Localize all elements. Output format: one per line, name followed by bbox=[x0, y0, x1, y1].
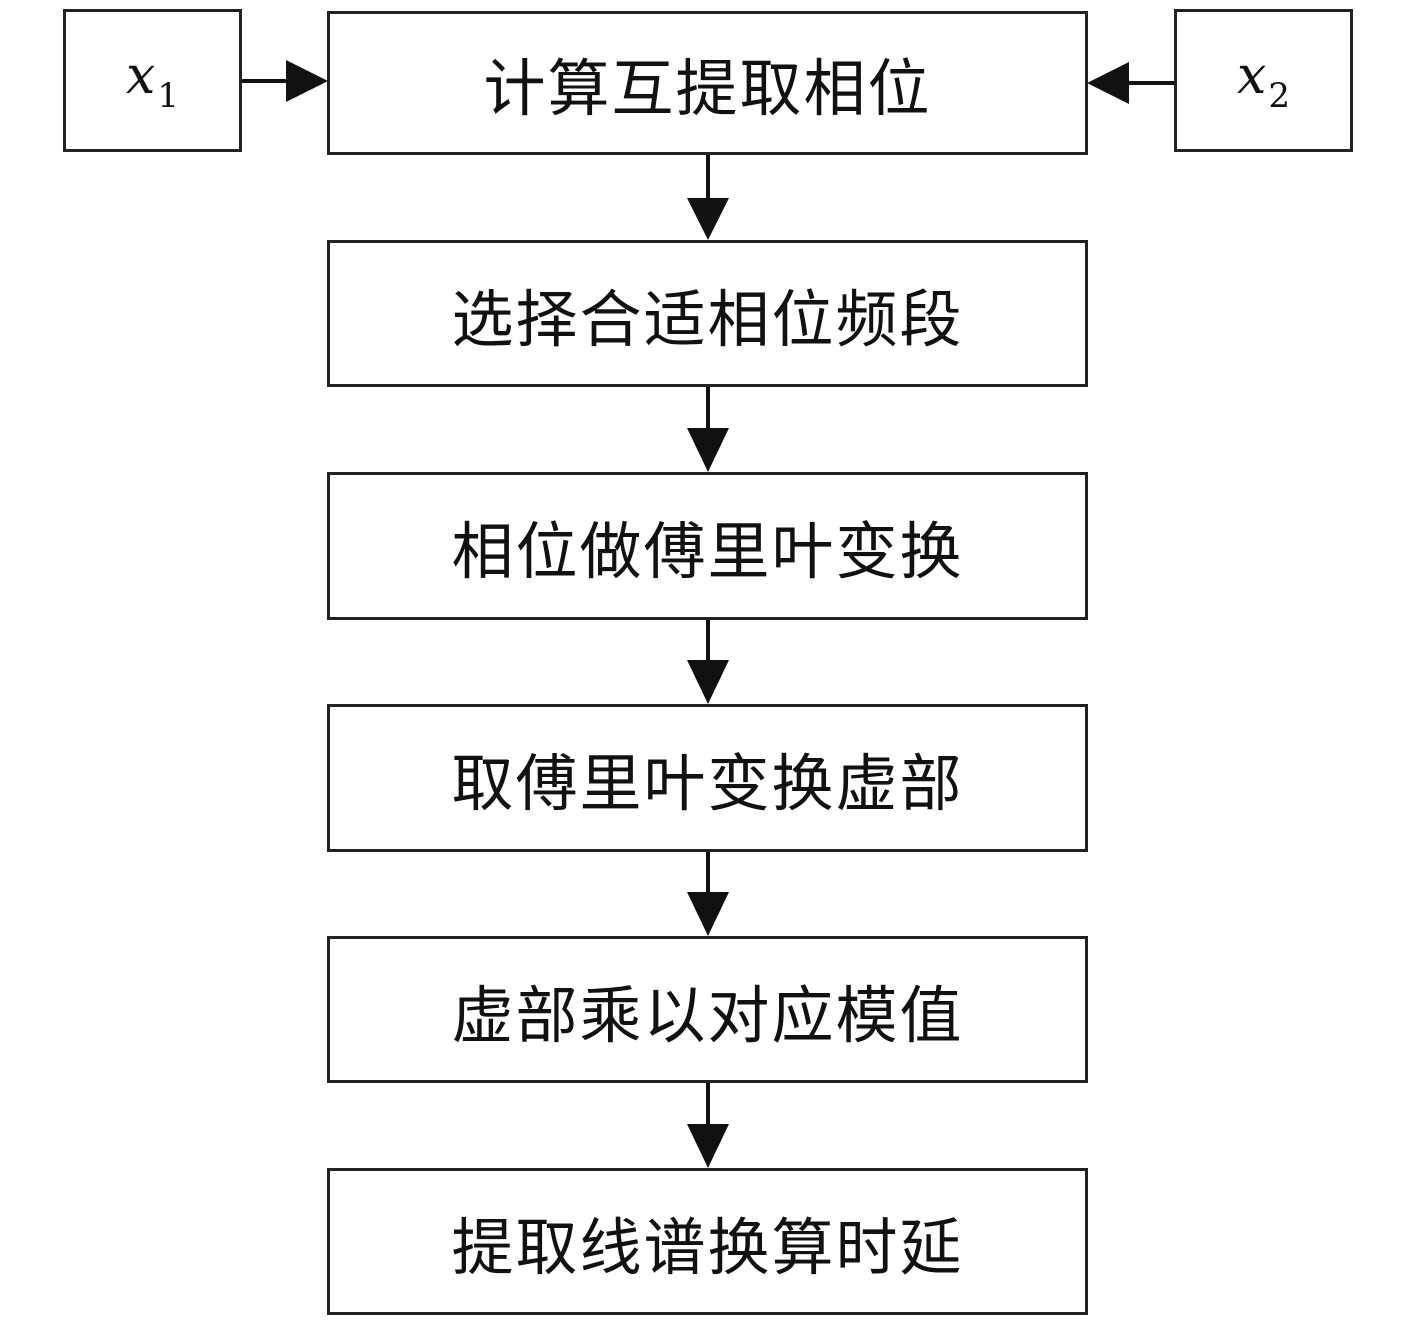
step-6-box: 提取线谱换算时延 bbox=[327, 1168, 1088, 1315]
step-5-label: 虚部乘以对应模值 bbox=[451, 978, 964, 1052]
step-5-box: 虚部乘以对应模值 bbox=[327, 936, 1088, 1083]
arrow-x2-to-step1 bbox=[1087, 62, 1175, 104]
arrow-step2-to-step3 bbox=[687, 386, 729, 472]
step-3-label: 相位做傅里叶变换 bbox=[451, 515, 964, 588]
step-4-box: 取傅里叶变换虚部 bbox=[327, 704, 1088, 852]
input-x1-label: x1 bbox=[126, 45, 179, 116]
input-x2-label: x2 bbox=[1237, 45, 1290, 116]
step-2-box: 选择合适相位频段 bbox=[327, 240, 1088, 387]
arrow-step1-to-step2 bbox=[687, 154, 729, 240]
step-4-label: 取傅里叶变换虚部 bbox=[451, 747, 964, 820]
arrow-x1-to-step1 bbox=[241, 60, 328, 102]
step-2-label: 选择合适相位频段 bbox=[451, 282, 964, 356]
arrow-step5-to-step6 bbox=[687, 1082, 729, 1168]
step-3-box: 相位做傅里叶变换 bbox=[327, 472, 1088, 620]
arrow-step4-to-step5 bbox=[687, 851, 729, 936]
step-1-box: 计算互提取相位 bbox=[327, 11, 1088, 155]
step-6-label: 提取线谱换算时延 bbox=[451, 1210, 964, 1284]
step-1-label: 计算互提取相位 bbox=[483, 52, 932, 125]
input-x2-box: x2 bbox=[1174, 9, 1353, 152]
arrow-step3-to-step4 bbox=[687, 619, 729, 704]
input-x1-box: x1 bbox=[63, 9, 242, 152]
